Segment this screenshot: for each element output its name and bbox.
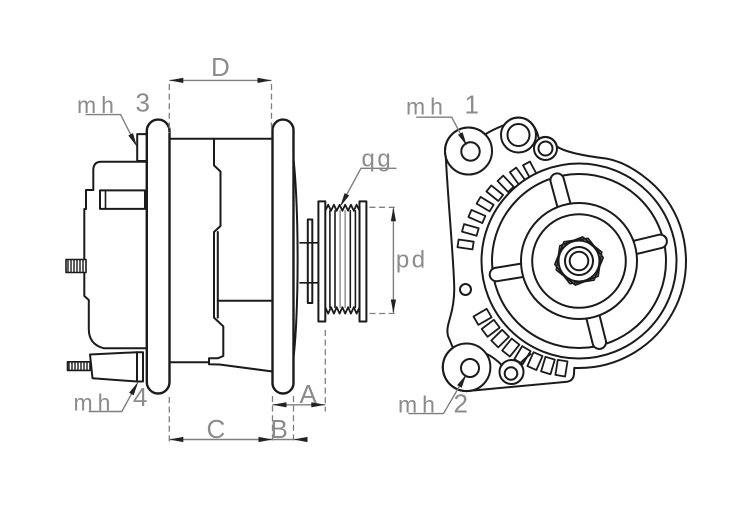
svg-text:A: A — [300, 379, 318, 409]
svg-text:B: B — [271, 414, 288, 444]
svg-text:1: 1 — [465, 89, 479, 119]
svg-text:mh: mh — [77, 92, 119, 118]
svg-text:mh: mh — [398, 392, 440, 418]
svg-text:C: C — [207, 414, 226, 444]
svg-text:mh: mh — [74, 389, 116, 415]
svg-text:3: 3 — [136, 87, 150, 117]
svg-text:4: 4 — [133, 382, 147, 412]
svg-text:mh: mh — [406, 93, 448, 119]
svg-text:qg: qg — [362, 145, 394, 172]
svg-text:2: 2 — [454, 389, 468, 419]
svg-text:pd: pd — [396, 246, 428, 273]
svg-text:D: D — [211, 52, 230, 82]
